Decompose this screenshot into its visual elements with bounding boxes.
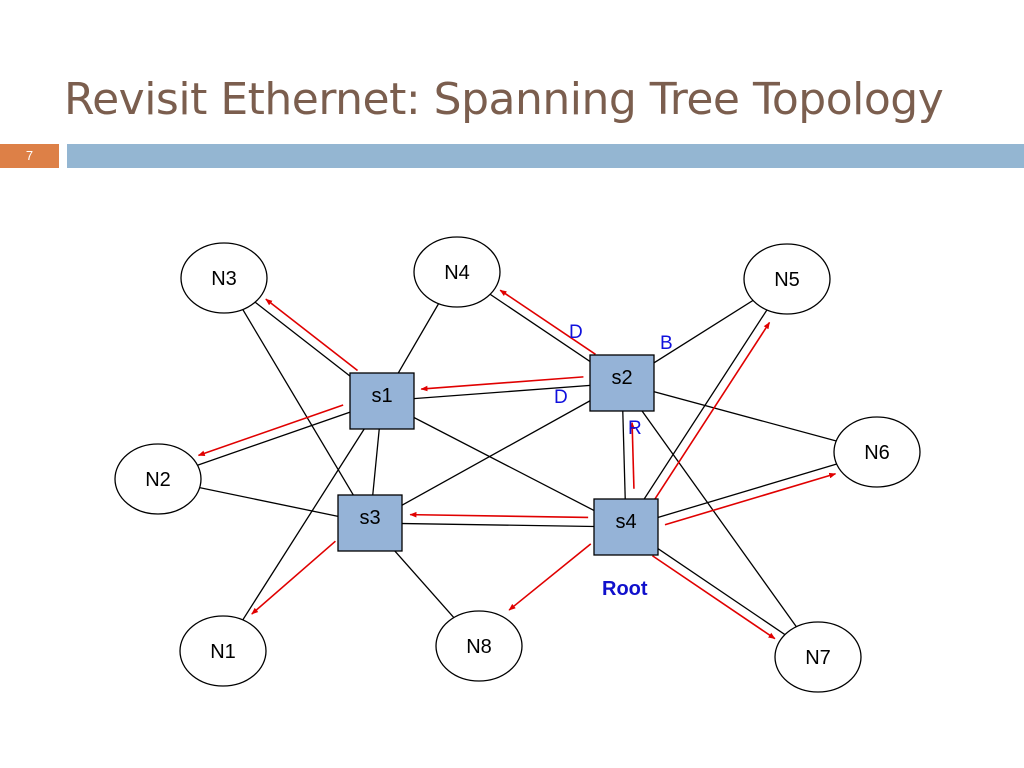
host-n5-circle	[743, 243, 831, 315]
host-n4-circle	[413, 236, 501, 308]
host-n7: N7	[774, 621, 862, 693]
host-n6-circle	[833, 416, 921, 488]
arrow-s4-to-N5	[653, 321, 771, 501]
arrow-s3-to-N1	[251, 540, 336, 615]
switch-s4-label: s4	[615, 511, 636, 533]
port-label-r-s4: R	[628, 418, 642, 439]
link-s1-s2	[381, 382, 623, 402]
link-s1-s4	[381, 400, 627, 528]
arrow-s1-to-N2	[197, 404, 344, 457]
host-n3-circle	[180, 242, 268, 314]
switch-s2-label: s2	[611, 367, 632, 389]
arrow-s2-to-s1	[420, 376, 584, 392]
switch-s1-box	[349, 372, 415, 430]
links-layer	[157, 271, 878, 658]
arrows-layer	[197, 289, 837, 640]
host-n7-circle	[774, 621, 862, 693]
arrow-s4-to-N8	[508, 543, 592, 611]
switch-s3: s3	[337, 494, 403, 552]
host-n8-label: N8	[466, 636, 492, 658]
host-n1-circle	[179, 615, 267, 687]
labels-layer: D B D R Root	[554, 322, 673, 600]
arrow-s4-to-s3	[409, 511, 589, 519]
switch-s4-box	[593, 498, 659, 556]
host-n3-label: N3	[211, 268, 237, 290]
link-N5-s4	[625, 278, 788, 528]
host-n1: N1	[179, 615, 267, 687]
host-n3: N3	[180, 242, 268, 314]
host-n5-label: N5	[774, 269, 800, 291]
arrow-s1-to-N3	[265, 298, 359, 372]
link-N6-s4	[625, 451, 878, 528]
switch-s1: s1	[349, 372, 415, 430]
host-n7-label: N7	[805, 647, 831, 669]
host-n6: N6	[833, 416, 921, 488]
host-n8-circle	[435, 610, 523, 682]
switch-s2: s2	[589, 354, 655, 412]
host-n2-label: N2	[145, 469, 171, 491]
switch-s4: s4	[593, 498, 659, 556]
host-n4: N4	[413, 236, 501, 308]
slide-number-box: 7	[0, 144, 59, 168]
port-label-d-n4: D	[569, 322, 583, 343]
switch-s3-label: s3	[359, 507, 380, 529]
host-n1-label: N1	[210, 641, 236, 663]
root-label: Root	[602, 578, 648, 600]
host-n5: N5	[743, 243, 831, 315]
link-s3-s4	[369, 522, 627, 528]
host-n2-circle	[114, 443, 202, 515]
arrow-s4-to-s2	[629, 422, 636, 489]
switch-s2-box	[589, 354, 655, 412]
arrow-s2-to-N4	[499, 289, 596, 355]
switch-s1-label: s1	[371, 385, 392, 407]
host-n4-label: N4	[444, 262, 470, 284]
link-N1-s1	[222, 400, 383, 652]
port-label-b-n5: B	[660, 333, 673, 354]
slide-number: 7	[25, 148, 34, 163]
link-N6-s2	[621, 382, 878, 453]
title-underline-bar	[67, 144, 1024, 168]
slide-title: Revisit Ethernet: Spanning Tree Topology	[64, 74, 944, 125]
link-s3-s2	[369, 382, 623, 524]
arrow-s4-to-N6	[664, 472, 837, 526]
port-label-d-s1: D	[554, 387, 568, 408]
host-n8: N8	[435, 610, 523, 682]
link-N7-s2	[621, 382, 819, 658]
host-n6-label: N6	[864, 442, 890, 464]
switch-s3-box	[337, 494, 403, 552]
link-N3-s3	[223, 277, 371, 524]
arrow-s4-to-N7	[651, 555, 776, 640]
host-n2: N2	[114, 443, 202, 515]
